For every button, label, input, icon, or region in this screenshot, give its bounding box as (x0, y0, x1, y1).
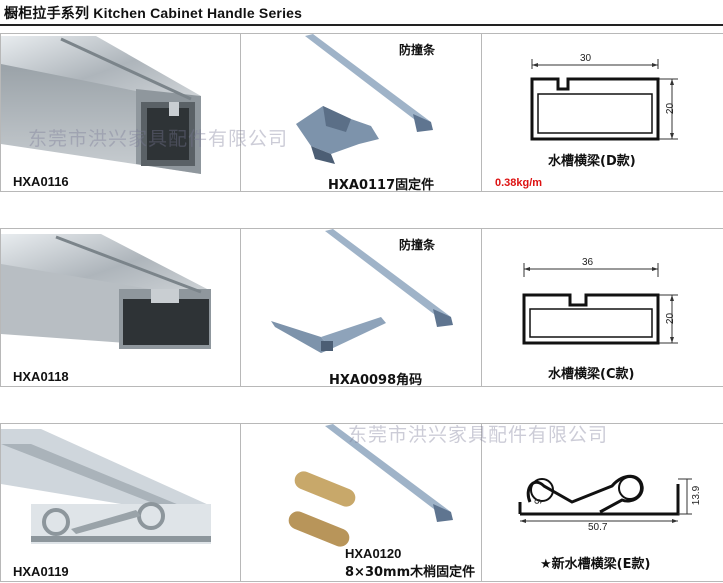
product-code: HXA0116 (13, 174, 69, 189)
section-label: ★新水槽横梁(E款) (540, 557, 651, 572)
height-dimension: 20 (665, 102, 677, 115)
product-code: HXA0118 (13, 369, 69, 384)
c-profile-cross-section (522, 263, 678, 345)
accessory-label: HXA0117固定件 (328, 178, 435, 192)
accessory-label-line1: HXA0120 (345, 546, 402, 561)
product-photo-hxa0119: HXA0119 (0, 423, 241, 582)
hxa0119-profile-photo (1, 429, 211, 544)
section-drawing-c: 36 20 水槽横梁(C款) (481, 228, 723, 387)
inner-dimension: 9 (533, 498, 545, 505)
hxa0118-profile-photo (1, 234, 211, 349)
accessory-photo-hxa0120: HXA0120 8×30mm木梢固定件 (240, 423, 482, 582)
section-label: 水槽横梁(C款) (548, 367, 635, 382)
company-watermark-bottom: 东莞市洪兴家具配件有限公司 (348, 424, 609, 446)
accessory-label-line2: 8×30mm木梢固定件 (345, 565, 476, 580)
d-profile-cross-section (530, 59, 678, 141)
hxa0116-profile-photo (1, 36, 201, 174)
height-dimension: 13.9 (691, 485, 703, 506)
accessory-label: HXA0098角码 (329, 373, 423, 387)
section-drawing-d: 30 20 水槽横梁(D款) 0.38kg/m (481, 33, 723, 192)
section-drawing-e: 50.7 13.9 9 ★新水槽横梁(E款) (481, 423, 723, 582)
width-dimension: 36 (582, 257, 594, 268)
product-code: HXA0119 (13, 564, 69, 579)
page-title: 橱柜拉手系列 Kitchen Cabinet Handle Series (4, 5, 303, 21)
strip-label: 防撞条 (399, 43, 436, 57)
company-watermark-top: 东莞市洪兴家具配件有限公司 (28, 128, 289, 150)
product-photo-hxa0118: HXA0118 (0, 228, 241, 387)
section-label: 水槽横梁(D款) (548, 154, 636, 169)
anti-collision-strip-and-clip-photo (296, 34, 433, 164)
accessory-photo-hxa0098: 防撞条 HXA0098角码 (240, 228, 482, 387)
width-dimension: 50.7 (588, 522, 608, 533)
weight-label: 0.38kg/m (495, 177, 543, 189)
strip-label: 防撞条 (399, 238, 436, 252)
product-photo-hxa0116: HXA0116 (0, 33, 241, 192)
anti-collision-strip-and-wooden-dowel-photo (288, 424, 453, 547)
height-dimension: 20 (665, 312, 677, 325)
anti-collision-strip-and-corner-bracket-photo (271, 229, 453, 353)
accessory-photo-hxa0117: 防撞条 HXA0117固定件 (240, 33, 482, 192)
e-profile-cross-section (518, 474, 692, 523)
title-divider (0, 24, 723, 26)
width-dimension: 30 (580, 53, 592, 64)
